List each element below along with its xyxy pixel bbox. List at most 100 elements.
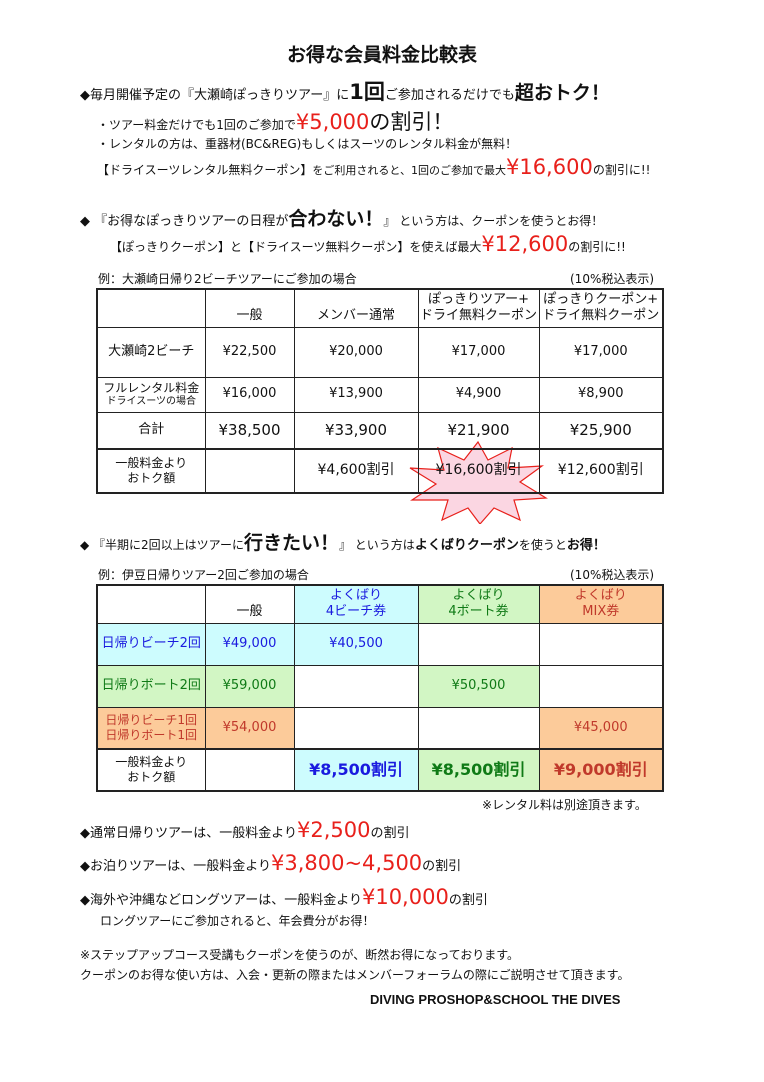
table1-header-blank [96, 288, 206, 328]
section2-line1-text: 【ぽっきりクーポン】と【ドライスーツ無料クーポン】を使えば最大 [110, 240, 482, 254]
footer-note2: クーポンのお得な使い方は、入会・更新の際またはメンバーフォーラムの際にご説明させ… [80, 968, 630, 982]
table2-header-blank [96, 584, 206, 624]
section1-line3: 【ドライスーツレンタル無料クーポン】をご利用されると、1回のご参加で最大¥16,… [97, 155, 650, 179]
table1-header-pokkiri-coupon-l1: ぽっきりクーポン+ [543, 292, 659, 307]
table2-row3-boat [417, 706, 540, 750]
table1-header-pokkiri-coupon-l2: ドライ無料クーポン [542, 308, 660, 324]
table2-header-boat-l1: よくばり [452, 588, 505, 603]
table2-row3-label: 日帰りビーチ1回日帰りボート1回 [96, 706, 206, 750]
section1-heading-highlight-b: 超おトク！ [514, 82, 610, 104]
section2-heading-highlight: 合わない！ [288, 208, 384, 230]
table1-header-pokkiri-tour: ぽっきりツアー+ドライ無料クーポン [417, 288, 540, 328]
table2-row4-label-l1: 一般料金より [115, 755, 188, 769]
table-row: 大瀬崎2ビーチ ¥22,500 ¥20,000 ¥17,000 ¥17,000 [96, 326, 664, 378]
table2-row3-beach [293, 706, 419, 750]
table1-row2-pokkiri-coupon: ¥8,900 [538, 376, 664, 413]
section4-line3: ◆海外や沖縄などロングツアーは、一般料金より¥10,000の割引 [80, 885, 488, 909]
section3-heading: ◆ 『半期に2回以上はツアーに行きたい！』 という方はよくばりクーポンを使うとお… [80, 528, 606, 555]
table1-row4-label-l1: 一般料金より [115, 456, 188, 470]
table1-header-pokkiri-tour-l2: ドライ無料クーポン [419, 308, 537, 324]
section4-line4: ロングツアーにご参加されると、年会費分がお得！ [100, 914, 375, 928]
table-row: 日帰りビーチ2回 ¥49,000 ¥40,500 [96, 622, 664, 666]
section4-line1-text: ◆通常日帰りツアーは、一般料金より [80, 826, 297, 841]
table2-row4-general [204, 748, 295, 792]
section1-line1: ・ツアー料金だけでも1回のご参加で¥5,000の割引！ [97, 106, 453, 136]
section4-line3-text: ◆海外や沖縄などロングツアーは、一般料金より [80, 893, 362, 908]
section1-heading: ◆毎月開催予定の『大瀬崎ぽっきりツアー』に1回ご参加されるだけでも超おトク！ [80, 76, 610, 106]
table2-row4-beach: ¥8,500割引 [293, 748, 419, 792]
table1-row3-general: ¥38,500 [204, 411, 295, 450]
table1-row2-label-sub: ドライスーツの場合 [106, 395, 197, 407]
table2-header-beach-l2: 4ビーチ券 [325, 604, 387, 620]
table2-row1-boat [417, 622, 540, 666]
section4-line1-suffix: の割引 [370, 826, 410, 841]
footer-note1: ※ステップアップコース受講もクーポンを使うのが、断然お得になっております。 [80, 948, 520, 962]
table1-row1-pokkiri-tour: ¥17,000 [417, 326, 540, 378]
table1-row4-member: ¥4,600割引 [293, 448, 419, 494]
table2-row2-mix [538, 664, 664, 708]
page-title: お得な会員料金比較表 [286, 44, 477, 66]
section2-line1: 【ぽっきりクーポン】と【ドライスーツ無料クーポン】を使えば最大¥12,600の割… [110, 232, 626, 256]
section2-line1-amount: ¥12,600 [481, 232, 569, 256]
table1-row1-general: ¥22,500 [204, 326, 295, 378]
section4-line2-suffix: の割引 [422, 859, 462, 874]
table1-row4-label-l2: おトク額 [127, 471, 176, 485]
section4-line1: ◆通常日帰りツアーは、一般料金より¥2,500の割引 [80, 818, 409, 842]
table2-caption: 例：伊豆日帰りツアー2回ご参加の場合 [98, 568, 309, 582]
table1-tax-note: (10%税込表示) [570, 272, 655, 286]
section4-line2-text: ◆お泊りツアーは、一般料金より [80, 859, 271, 874]
table1: 一般 メンバー通常 ぽっきりツアー+ドライ無料クーポン ぽっきりクーポン+ドライ… [96, 288, 664, 494]
section2-heading-text-a: ◆ 『お得なぽっきりツアーの日程が [80, 214, 289, 229]
section3-heading-text-c: を使うと [518, 538, 567, 552]
table2-row4-boat: ¥8,500割引 [417, 748, 540, 792]
table1-header-general: 一般 [204, 288, 295, 328]
table2-row3-mix: ¥45,000 [538, 706, 664, 750]
section1-line1-amount: ¥5,000 [295, 110, 370, 134]
section1-line3-coupon: 【ドライスーツレンタル無料クーポン】 [97, 163, 313, 177]
section1-line3-amount: ¥16,600 [505, 155, 593, 179]
table2-row2-boat: ¥50,500 [417, 664, 540, 708]
table-row: 一般料金よりおトク額 ¥4,600割引 ¥16,600割引 ¥12,600割引 [96, 448, 664, 494]
table2-row2-general: ¥59,000 [204, 664, 295, 708]
table1-row3-pokkiri-coupon: ¥25,900 [538, 411, 664, 450]
table1-row2-label: フルレンタル料金ドライスーツの場合 [96, 376, 206, 413]
table1-caption: 例：大瀬崎日帰り2ビーチツアーにご参加の場合 [98, 272, 357, 286]
table1-row3-label: 合計 [96, 411, 206, 450]
table2-tax-note: (10%税込表示) [570, 568, 655, 582]
table1-row3-pokkiri-tour: ¥21,900 [417, 411, 540, 450]
section1-line1-suffix: の割引！ [369, 110, 454, 134]
table2-header-mix-l2: MIX券 [582, 604, 620, 620]
section2-line1-suffix: の割引に!! [568, 240, 626, 254]
rental-note: ※レンタル料は別途頂きます。 [482, 798, 647, 812]
table2-row3-label-l2: 日帰りボート1回 [105, 727, 198, 742]
section4-line2: ◆お泊りツアーは、一般料金より¥3,800~4,500の割引 [80, 851, 461, 875]
brand-name: DIVING PROSHOP&SCHOOL THE DIVES [370, 992, 621, 1007]
table2-row3-label-l1: 日帰りビーチ1回 [105, 712, 198, 727]
section1-line1-text: ・ツアー料金だけでも1回のご参加で [97, 118, 296, 132]
table2-row3-general: ¥54,000 [204, 706, 295, 750]
table1-row1-label: 大瀬崎2ビーチ [96, 326, 206, 378]
section4-line2-amount: ¥3,800~4,500 [270, 851, 423, 875]
table2-row2-beach [293, 664, 419, 708]
table2-row4-label-l2: おトク額 [127, 770, 176, 784]
table2-row1-general: ¥49,000 [204, 622, 295, 666]
section1-heading-text-a: ◆毎月開催予定の『大瀬崎ぽっきりツアー』に [80, 88, 350, 103]
table1-row3-member: ¥33,900 [293, 411, 419, 450]
table1-row4-pokkiri-tour: ¥16,600割引 [417, 448, 540, 494]
section3-heading-text-a: ◆ 『半期に2回以上はツアーに [80, 538, 244, 552]
table2-row1-beach: ¥40,500 [293, 622, 419, 666]
table2-row1-label: 日帰りビーチ2回 [96, 622, 206, 666]
table2-header-boat-l2: 4ボート券 [448, 604, 509, 620]
section3-heading-highlight-b: よくばりクーポン [414, 538, 519, 553]
table1-row4-label: 一般料金よりおトク額 [96, 448, 206, 494]
table1-header-member: メンバー通常 [293, 288, 419, 328]
table1-row2-pokkiri-tour: ¥4,900 [417, 376, 540, 413]
section2-heading-text-b: 』 という方は、クーポンを使うとお得！ [383, 214, 604, 228]
section3-heading-text-b: 』 という方は [338, 538, 415, 552]
table-row: 日帰りビーチ1回日帰りボート1回 ¥54,000 ¥45,000 [96, 706, 664, 750]
